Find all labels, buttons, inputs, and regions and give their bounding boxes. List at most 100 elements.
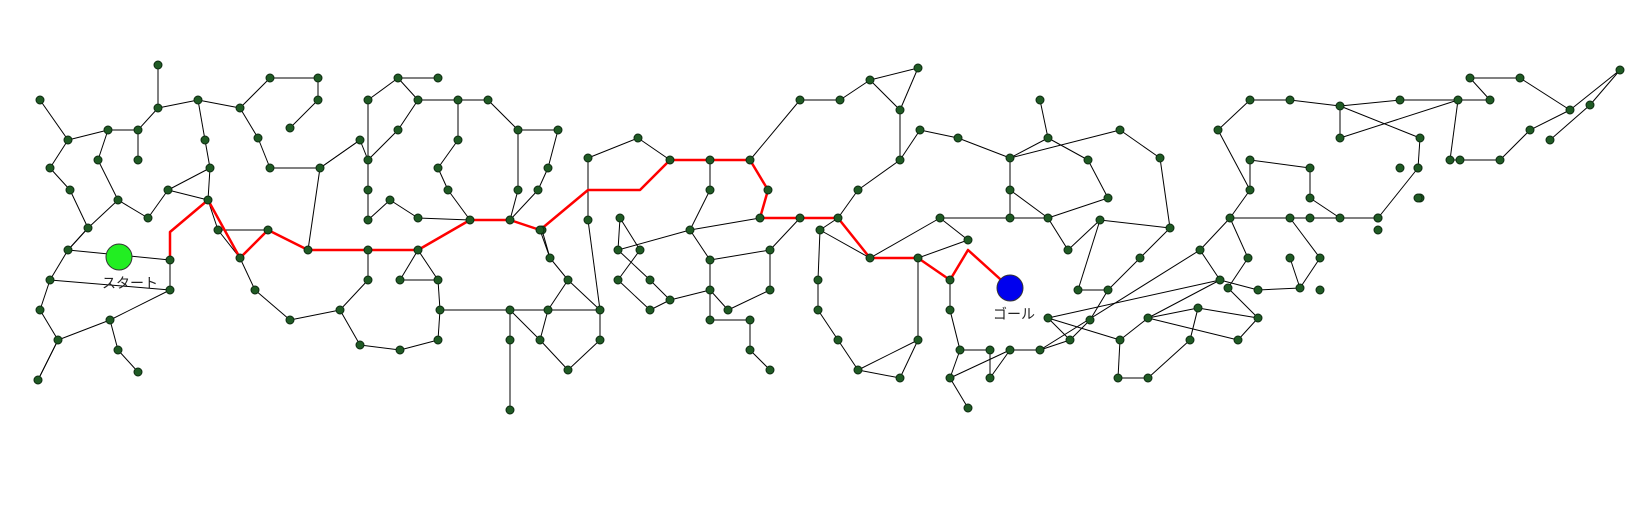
graph-edge	[949, 309, 961, 351]
graph-node	[45, 275, 55, 285]
goal-label: ゴール	[993, 307, 1035, 323]
graph-edge	[539, 309, 549, 341]
graph-node	[535, 335, 545, 345]
graph-edge	[397, 99, 419, 131]
graph-node	[143, 213, 153, 223]
graph-edge	[1039, 339, 1071, 351]
graph-node	[895, 105, 905, 115]
graph-edge	[137, 107, 159, 131]
graph-node	[633, 133, 643, 143]
graph-edge	[649, 279, 671, 301]
graph-edge	[817, 229, 821, 281]
graph-node	[203, 195, 213, 205]
graph-edge	[1417, 137, 1421, 169]
graph-node	[1005, 185, 1015, 195]
graph-node	[133, 125, 143, 135]
graph-node	[303, 245, 313, 255]
graph-node	[63, 245, 73, 255]
graph-node	[945, 305, 955, 315]
graph-node	[83, 223, 93, 233]
graph-node	[543, 305, 553, 315]
graph-node	[1445, 155, 1455, 165]
graph-node	[865, 75, 875, 85]
graph-edge	[97, 129, 109, 161]
graph-edge	[567, 279, 601, 311]
graph-edge	[397, 77, 419, 101]
graph-node	[1035, 95, 1045, 105]
graph-node	[963, 403, 973, 413]
graph-edge	[1069, 319, 1091, 341]
graph-node	[613, 275, 623, 285]
graph-edge	[87, 199, 119, 229]
graph-node	[1305, 213, 1315, 223]
graph-edge	[1227, 287, 1259, 319]
graph-node	[1245, 185, 1255, 195]
graph-edge	[157, 99, 199, 109]
graph-node	[765, 365, 775, 375]
graph-node	[263, 225, 273, 235]
graph-node	[205, 163, 215, 173]
graph-edge	[837, 339, 859, 371]
graph-edge	[1047, 197, 1109, 219]
graph-node	[1143, 313, 1153, 323]
graph-edge	[417, 249, 439, 281]
graph-node	[563, 275, 573, 285]
graph-edge	[1117, 339, 1121, 379]
graph-node	[153, 60, 163, 70]
graph-node	[1193, 303, 1203, 313]
graph-edge	[1009, 189, 1049, 219]
graph-edge	[547, 279, 569, 311]
graph-edge	[257, 137, 271, 169]
graph-node	[1335, 101, 1345, 111]
graph-node	[635, 245, 645, 255]
graph-node	[1005, 345, 1015, 355]
graph-edge	[1549, 104, 1591, 141]
graph-node	[833, 335, 843, 345]
graph-edge	[1039, 99, 1049, 139]
graph-edge	[1529, 109, 1571, 131]
graph-edge	[1377, 167, 1419, 219]
graph-node	[363, 185, 373, 195]
graph-node	[1415, 133, 1425, 143]
graph-node	[1245, 155, 1255, 165]
graph-node	[105, 315, 115, 325]
graph-edge	[1139, 227, 1171, 259]
graph-edge	[1077, 219, 1101, 291]
graph-edge	[97, 159, 119, 201]
graph-edge	[1159, 157, 1171, 229]
graph-edge	[147, 189, 169, 219]
graph-edge	[339, 279, 369, 311]
graph-node	[1335, 133, 1345, 143]
graph-node	[393, 125, 403, 135]
graph-edge	[689, 217, 761, 231]
graph-edge	[869, 67, 919, 81]
graph-edge	[239, 107, 259, 139]
graph-node	[913, 253, 923, 263]
graph-node	[413, 245, 423, 255]
graph-node	[313, 73, 323, 83]
graph-edge	[1309, 197, 1341, 219]
graph-node	[363, 155, 373, 165]
graph-node	[705, 285, 715, 295]
graph-node	[1455, 155, 1465, 165]
graph-edge	[339, 309, 361, 346]
graph-node	[313, 95, 323, 105]
graph-node	[1115, 125, 1125, 135]
graph-edge	[117, 349, 139, 373]
graph-node	[193, 95, 203, 105]
graph-edge	[1047, 317, 1121, 341]
graph-edge	[549, 257, 569, 281]
graph-node	[113, 195, 123, 205]
graph-edge	[1339, 99, 1459, 139]
graph-node	[1253, 285, 1263, 295]
graph-edge	[617, 217, 621, 251]
graph-node	[1233, 335, 1243, 345]
graph-node	[1585, 100, 1595, 110]
graph-node	[945, 275, 955, 285]
graph-node	[1095, 215, 1105, 225]
graph-node	[1295, 283, 1305, 293]
graph-edge	[1217, 129, 1251, 191]
graph-node	[393, 73, 403, 83]
graph-node	[385, 195, 395, 205]
graph-node	[705, 255, 715, 265]
